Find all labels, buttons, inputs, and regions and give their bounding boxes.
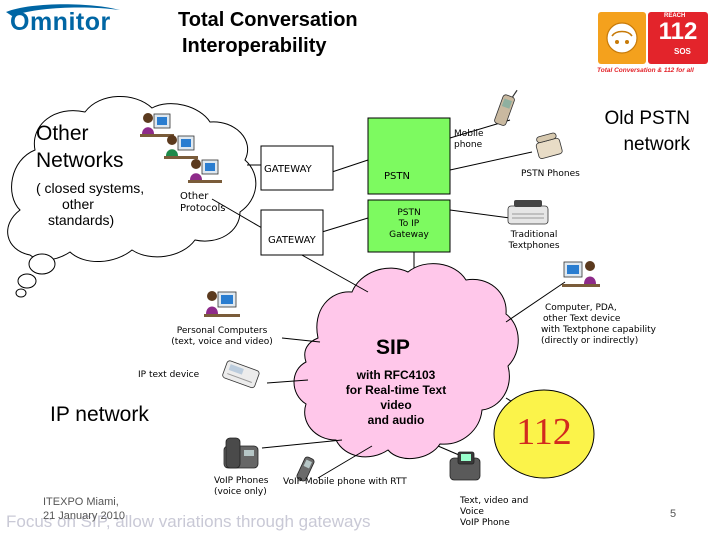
sip-description: with RFC4103 for Real-time Text video an… xyxy=(324,368,468,428)
personal-computers-line-2: (text, voice and video) xyxy=(171,337,273,347)
badge-caption: Total Conversation & 112 for all xyxy=(597,67,694,74)
reach112-badge-icon xyxy=(598,12,708,64)
pda-line-2: other Text device xyxy=(543,314,621,324)
text-video-voice-line-1: Text, video and xyxy=(460,496,529,506)
pstn-gateway-label: PSTN To IP Gateway xyxy=(368,208,450,241)
footer-tagline: Focus on SIP, allow variations through g… xyxy=(6,512,371,531)
personal-computers-line-1: Personal Computers xyxy=(176,326,268,336)
ip-text-device-label: IP text device xyxy=(138,370,200,380)
person-computer-icon xyxy=(164,135,198,159)
page-title: Total Conversation Interoperability xyxy=(178,7,358,59)
old-pstn-line-2: network xyxy=(623,134,690,155)
page-title-line-1: Total Conversation xyxy=(178,9,358,31)
pstn-label: PSTN xyxy=(384,171,410,182)
voip-phones-line-1: VoIP Phones xyxy=(214,476,269,486)
personal-computers-label: Personal Computers (text, voice and vide… xyxy=(164,326,280,348)
other-protocols-line-2: Protocols xyxy=(180,203,226,214)
sip-description-line-1: with RFC4103 xyxy=(356,368,436,382)
sip-description-line-2: for Real-time Text xyxy=(345,383,447,397)
sip-cloud xyxy=(293,263,519,460)
emergency-number: 112 xyxy=(516,411,572,453)
pda-label: Computer, PDA, other Text device with Te… xyxy=(541,303,656,347)
ip-text-device-icon xyxy=(222,360,260,389)
person-computer-icon xyxy=(188,159,222,183)
other-networks-title: Other Networks xyxy=(36,120,124,174)
ip-network-label: IP network xyxy=(50,403,149,426)
badge-top-text: REACH xyxy=(664,13,686,19)
other-protocols-line-1: Other xyxy=(180,191,209,202)
voip-mobile-label: VoIP Mobile phone with RTT xyxy=(283,477,407,487)
textphone-icon xyxy=(507,200,549,225)
person-computer-icon xyxy=(204,291,240,317)
other-networks-title-line-2: Networks xyxy=(36,149,124,172)
sip-description-line-4: and audio xyxy=(367,413,425,427)
voip-mobile-phone-icon xyxy=(296,456,315,482)
mobile-phone-line-2: phone xyxy=(454,140,483,150)
other-protocols-label: Other Protocols xyxy=(180,191,226,215)
text-video-voice-label: Text, video and Voice VoIP Phone xyxy=(460,496,528,529)
voip-phones-label: VoIP Phones (voice only) xyxy=(214,476,268,498)
page-title-line-2: Interoperability xyxy=(182,35,327,57)
company-logo: Omnitor xyxy=(10,8,111,36)
pstn-box xyxy=(367,117,451,195)
other-networks-title-line-1: Other xyxy=(36,122,89,145)
mobile-phone-line-1: Mobile xyxy=(454,129,484,139)
textphones-line-1: Traditional xyxy=(510,230,558,240)
video-voip-phone-icon xyxy=(449,451,481,481)
connection-lines xyxy=(211,119,566,479)
mobile-phone-icon xyxy=(494,89,518,126)
footer-event: ITEXPO Miami, 21 January 2010 xyxy=(43,495,125,523)
other-networks-subtitle-line-1: ( closed systems, xyxy=(36,180,145,196)
omnitor-logo-icon xyxy=(6,4,120,16)
other-networks-subtitle: ( closed systems, other standards) xyxy=(36,180,144,228)
old-pstn-line-1: Old PSTN xyxy=(604,108,690,129)
sip-description-line-3: video xyxy=(380,398,412,412)
footer-event-line-2: 21 January 2010 xyxy=(43,510,125,522)
pda-line-3: with Textphone capability xyxy=(541,325,656,335)
pstn-gateway-line-1: PSTN xyxy=(397,208,421,218)
pstn-gateway-line-2: To IP xyxy=(398,219,420,229)
badge-number: 112 xyxy=(658,18,698,45)
textphones-label: Traditional Textphones xyxy=(502,230,566,252)
text-video-voice-line-2: Voice xyxy=(460,507,484,517)
voip-phone-icon xyxy=(223,437,259,469)
text-video-voice-line-3: VoIP Phone xyxy=(460,518,510,528)
pda-line-1: Computer, PDA, xyxy=(545,303,617,313)
sip-title: SIP xyxy=(376,336,410,359)
voip-phones-line-2: (voice only) xyxy=(214,487,267,497)
page-number: 5 xyxy=(670,508,677,520)
pda-line-4: (directly or indirectly) xyxy=(541,336,639,346)
gateway-upper-label: GATEWAY xyxy=(264,164,312,175)
pstn-phones-label: PSTN Phones xyxy=(521,169,580,179)
emergency-circle xyxy=(493,389,595,479)
gateway-lower-box xyxy=(260,209,324,256)
person-computer-icon xyxy=(140,113,174,137)
gateway-lower-label: GATEWAY xyxy=(268,235,316,246)
person-computer-icon xyxy=(562,261,600,287)
pstn-gateway-box xyxy=(367,199,451,253)
old-pstn-label: Old PSTN network xyxy=(586,106,690,158)
desk-phone-icon xyxy=(535,132,563,159)
other-networks-subtitle-line-2: other xyxy=(62,196,94,212)
mobile-phone-label: Mobile phone xyxy=(454,129,484,151)
gateway-upper-box xyxy=(260,145,334,191)
other-networks-subtitle-line-3: standards) xyxy=(48,212,115,228)
badge-sub-text: SOS xyxy=(674,47,691,56)
pstn-gateway-line-3: Gateway xyxy=(389,230,429,240)
footer-event-line-1: ITEXPO Miami, xyxy=(43,496,119,508)
textphones-line-2: Textphones xyxy=(508,241,560,251)
